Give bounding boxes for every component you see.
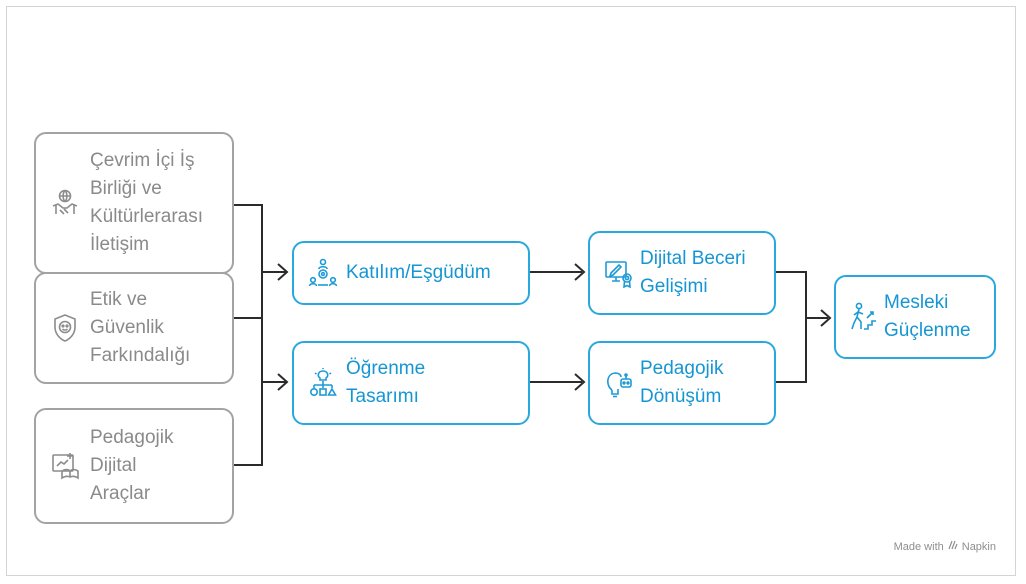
arrowhead-skills xyxy=(574,263,586,281)
bulb-robot-icon xyxy=(598,368,640,398)
node-pedagogical-tools: Pedagojik Dijital Araçlar xyxy=(34,408,234,524)
team-gear-icon xyxy=(300,258,346,288)
connector-skills-to-output xyxy=(776,271,828,319)
connector-tools-to-design xyxy=(234,382,263,466)
node-label: Öğrenme Tasarımı xyxy=(346,358,426,407)
connector-transform-to-output xyxy=(776,318,807,383)
node-digital-skill-development: Dijital Beceri Gelişimi xyxy=(588,231,776,315)
made-with-napkin[interactable]: Made with Napkin xyxy=(894,540,996,553)
connector-ethics-to-design xyxy=(234,317,286,383)
arrowhead-output xyxy=(820,309,832,327)
node-label: Dijital Beceri Gelişimi xyxy=(640,248,746,297)
connector-collab-to-participation xyxy=(234,204,286,273)
node-label: Pedagojik Dijital Araçlar xyxy=(90,427,174,504)
node-professional-empowerment: Mesleki Güçlenme xyxy=(834,275,996,359)
node-participation-coordination: Katılım/Eşgüdüm xyxy=(292,241,530,305)
monitor-certificate-icon xyxy=(598,258,640,288)
shield-icon xyxy=(40,313,90,343)
node-label: Çevrim İçi İş Birliği ve Kültürlerarası … xyxy=(90,150,203,255)
napkin-logo-icon xyxy=(948,540,958,553)
arrowhead-transform xyxy=(574,373,586,391)
node-label: Mesleki Güçlenme xyxy=(884,292,971,341)
board-book-icon xyxy=(40,451,90,481)
node-online-collaboration: Çevrim İçi İş Birliği ve Kültürlerarası … xyxy=(34,132,234,274)
arrowhead-design xyxy=(277,373,289,391)
made-with-text: Made with xyxy=(893,540,944,553)
node-label: Katılım/Eşgüdüm xyxy=(346,262,491,283)
node-ethics-security: Etik ve Güvenlik Farkındalığı xyxy=(34,272,234,384)
connector-ethics-to-participation xyxy=(234,272,263,319)
person-stairs-icon xyxy=(844,302,884,332)
arrowhead-participation xyxy=(277,263,289,281)
node-label: Pedagojik Dönüşüm xyxy=(640,358,724,407)
node-learning-design: Öğrenme Tasarımı xyxy=(292,341,530,425)
napkin-brand-text: Napkin xyxy=(961,540,996,553)
handshake-globe-icon xyxy=(40,188,90,218)
shapes-bulb-icon xyxy=(300,368,346,398)
node-pedagogical-transformation: Pedagojik Dönüşüm xyxy=(588,341,776,425)
node-label: Etik ve Güvenlik Farkındalığı xyxy=(90,289,191,366)
